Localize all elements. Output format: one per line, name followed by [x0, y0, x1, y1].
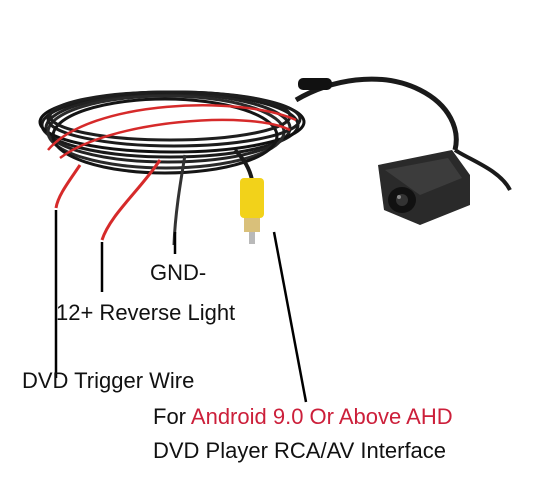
camera-tail-cable [453, 148, 512, 192]
cable-connector [298, 78, 332, 90]
coiled-cable [38, 90, 306, 175]
rca-label-line1: For Android 9.0 Or Above AHD [153, 406, 453, 428]
rca-label-line2: DVD Player RCA/AV Interface [153, 438, 447, 463]
rca-highlight: Android 9.0 Or Above AHD [190, 404, 453, 429]
rca-prefix: For [153, 404, 191, 429]
red-wire-coil [47, 104, 297, 159]
dvd-trigger-label: DVD Trigger Wire [22, 368, 195, 393]
camera [378, 150, 470, 225]
reverse-light-label: 12+ Reverse Light [56, 300, 236, 325]
rca-plug [240, 178, 264, 244]
gnd-label: GND- [150, 260, 207, 285]
pointer-lines [54, 210, 308, 403]
dvd-trigger-wire [54, 164, 82, 209]
reverse-light-wire [100, 159, 162, 241]
rca-cable [233, 148, 254, 181]
